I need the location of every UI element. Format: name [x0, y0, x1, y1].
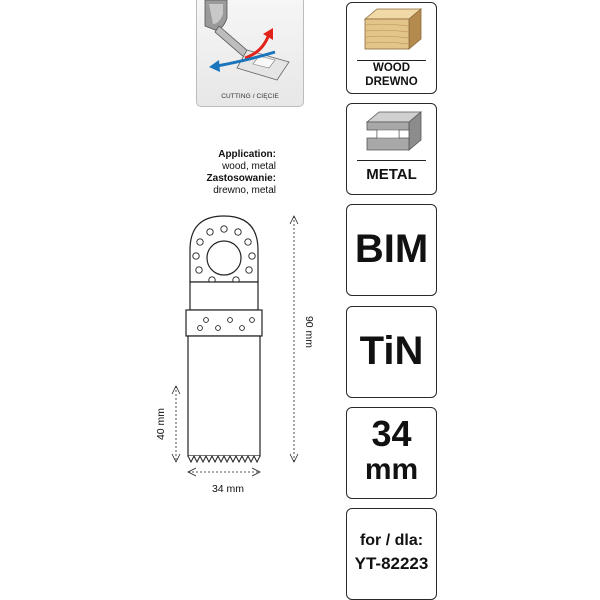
bim-card: BIM — [346, 204, 437, 296]
cutting-caption: CUTTING / CIĘCIE — [221, 93, 279, 100]
blade-center-hole — [206, 240, 242, 276]
tin-label: TiN — [359, 329, 424, 373]
blade-drawing: 90 mm 40 mm 34 mm — [155, 215, 315, 495]
wood-icon — [363, 8, 423, 50]
application-title: Application: — [218, 149, 276, 160]
wood-card: WOOD DREWNO — [346, 2, 437, 94]
blade-teeth — [187, 454, 261, 464]
application-text: Application: wood, metal Zastosowanie: d… — [207, 149, 276, 197]
metal-card: METAL — [346, 103, 437, 195]
tin-card: TiN — [346, 306, 437, 398]
dimension-depth: 40 mm — [155, 408, 167, 440]
size-unit: mm — [364, 453, 419, 486]
zastosowanie-value: drewno, metal — [213, 185, 276, 196]
size-card: 34 mm — [346, 407, 437, 499]
arrow-up-icon — [263, 28, 273, 40]
dimension-length: 90 mm — [303, 316, 315, 348]
metal-label: METAL — [366, 166, 417, 183]
arrow-left-icon — [209, 60, 220, 72]
blade-body — [187, 335, 261, 457]
drewno-label: DREWNO — [365, 76, 418, 88]
dimension-width: 34 mm — [212, 483, 244, 495]
bim-label: BIM — [354, 227, 429, 271]
zastosowanie-title: Zastosowanie: — [206, 173, 276, 184]
model-card: for / dla: YT-82223 — [346, 508, 437, 600]
metal-profile-icon — [365, 111, 423, 151]
cutting-thumbnail: CUTTING / CIĘCIE — [196, 0, 304, 107]
application-value: wood, metal — [222, 161, 276, 172]
blade-mount-holes — [192, 225, 256, 284]
model-code: YT-82223 — [354, 554, 429, 573]
wood-label: WOOD — [372, 62, 411, 74]
cutting-illustration — [204, 0, 290, 81]
blade-shoulder — [185, 309, 263, 337]
model-label: for / dla: — [359, 532, 424, 549]
size-number: 34 — [371, 413, 412, 454]
